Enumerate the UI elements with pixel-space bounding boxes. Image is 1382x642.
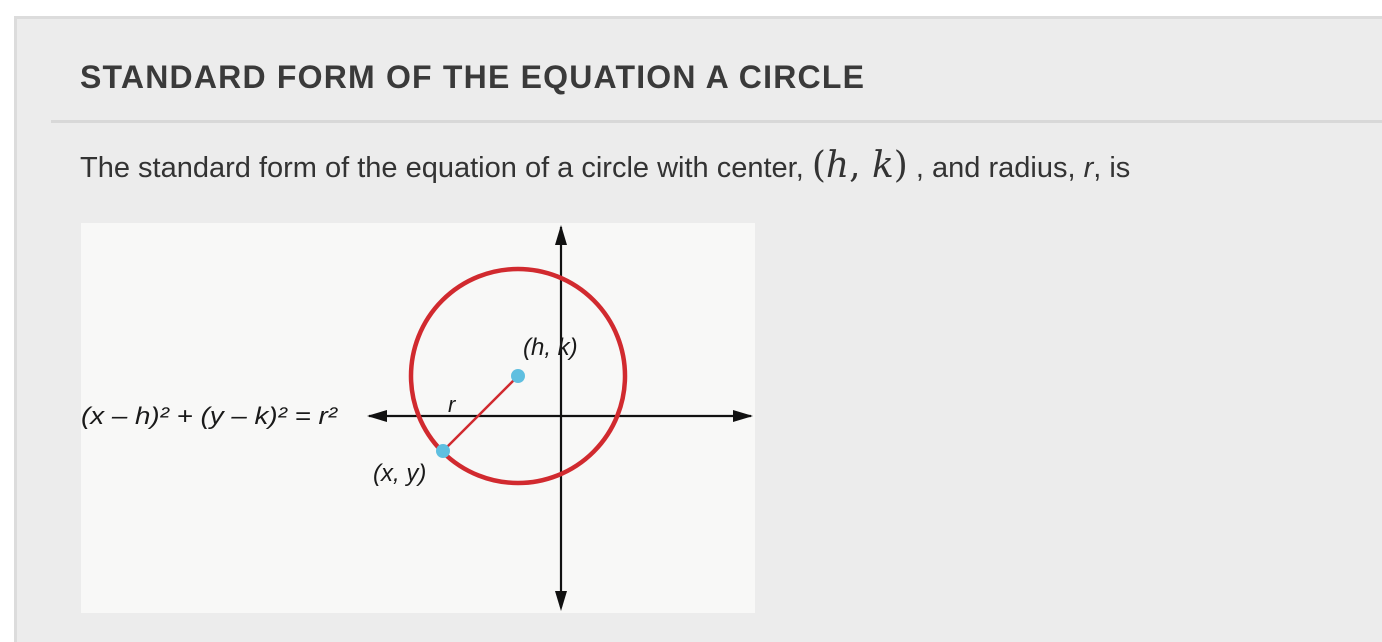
intro-sentence: The standard form of the equation of a c… xyxy=(80,145,1130,186)
intro-text-middle: , and radius, xyxy=(907,152,1084,184)
section-title: STANDARD FORM OF THE EQUATION A CIRCLE xyxy=(80,59,866,95)
center-point xyxy=(511,369,525,383)
circle-diagram: (h, k) r (x, y) (x – h)² + (y – k)² = r² xyxy=(81,223,755,613)
radius-label: r xyxy=(448,392,457,417)
center-k: k xyxy=(871,145,894,186)
y-axis-top-arrow-icon xyxy=(555,225,567,245)
equation-label: (x – h)² + (y – k)² = r² xyxy=(81,403,338,430)
x-axis-right-arrow-icon xyxy=(733,410,753,422)
point-label: (x, y) xyxy=(373,460,426,487)
y-axis-bottom-arrow-icon xyxy=(555,591,567,611)
radius-segment xyxy=(442,375,519,452)
radius-variable: r xyxy=(1083,152,1094,184)
definition-panel: STANDARD FORM OF THE EQUATION A CIRCLE T… xyxy=(14,16,1382,642)
center-label: (h, k) xyxy=(523,334,578,361)
circle-diagram-svg: (h, k) r (x, y) (x – h)² + (y – k)² = r² xyxy=(81,225,753,611)
circle-point xyxy=(436,444,450,458)
title-divider xyxy=(51,120,1382,123)
intro-text-after: , is xyxy=(1093,152,1131,184)
intro-text-before: The standard form of the equation of a c… xyxy=(80,152,812,184)
x-axis-left-arrow-icon xyxy=(367,410,387,422)
center-h: h xyxy=(825,145,850,186)
center-expression: (h, k) xyxy=(811,145,908,186)
circle xyxy=(408,266,628,486)
center-comma: , xyxy=(849,145,872,186)
